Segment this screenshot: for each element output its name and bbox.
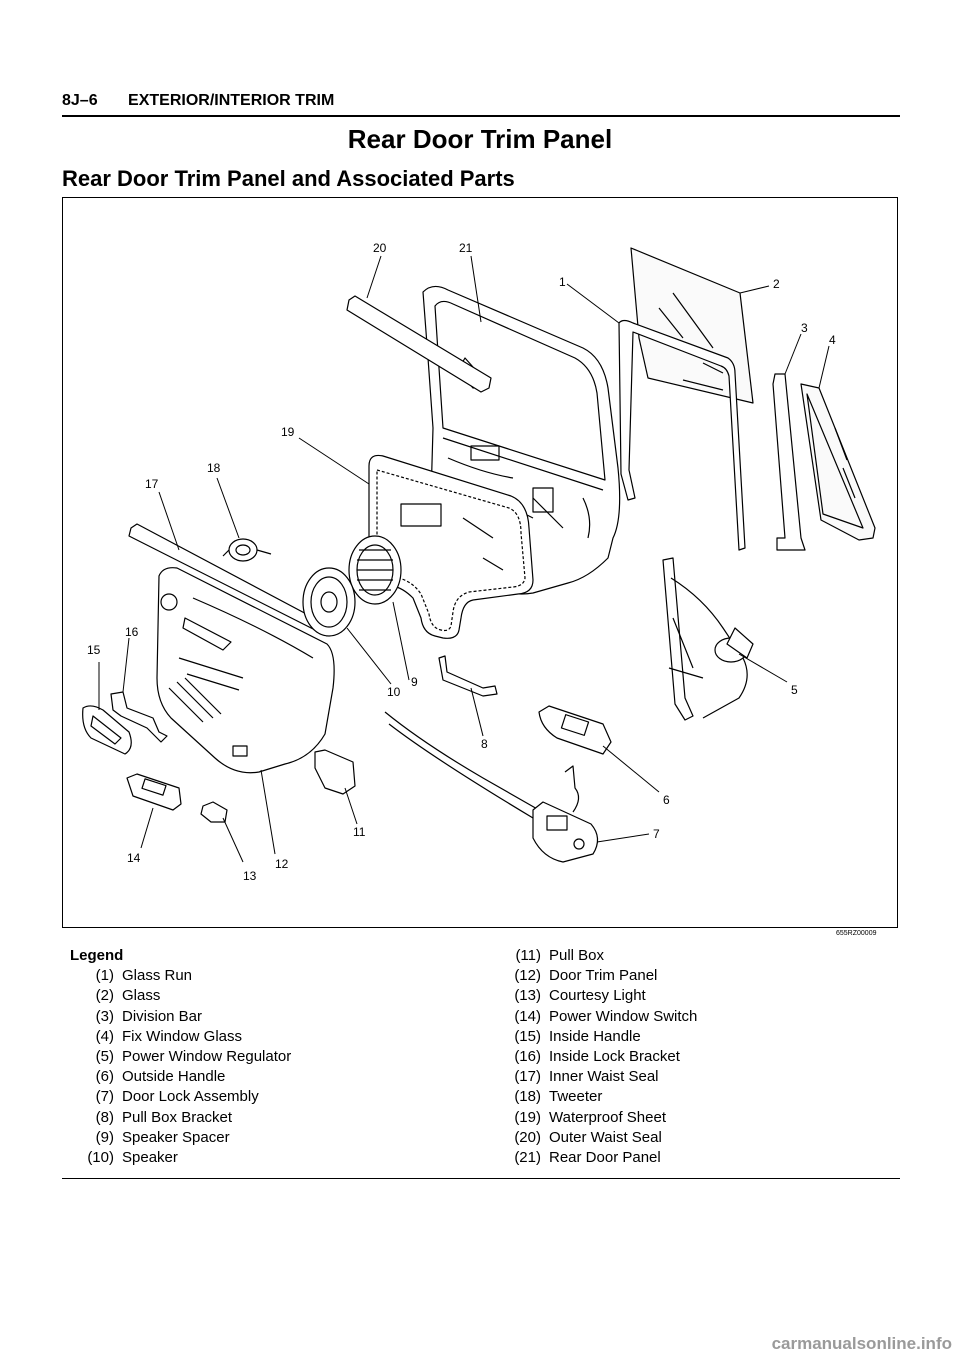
legend-item: (14)Power Window Switch [514,1007,698,1025]
legend-item: (9)Speaker Spacer [95,1128,230,1146]
callout-20: 20 [373,241,387,255]
callout-14: 14 [127,851,141,865]
callout-3: 3 [801,321,808,335]
legend-item: (20)Outer Waist Seal [514,1128,662,1146]
callout-19: 19 [281,425,295,439]
callout-16: 16 [125,625,139,639]
legend-item: (15)Inside Handle [514,1027,641,1045]
legend-right-column: (11)Pull Box (12)Door Trim Panel (13)Cou… [497,946,697,1168]
exploded-parts-diagram: 1 2 3 4 5 6 7 8 9 10 11 12 13 14 15 16 1… [62,197,898,928]
speaker-part [302,567,356,637]
callout-13: 13 [243,869,257,883]
door-trim-panel-part [156,567,335,774]
tweeter-part [222,538,272,562]
callout-4: 4 [829,333,836,347]
outer-waist-seal-part [346,295,492,393]
diagram-drawing: 1 2 3 4 5 6 7 8 9 10 11 12 13 14 15 16 1… [82,241,876,883]
callout-9: 9 [411,675,418,689]
speaker-spacer-part [348,535,402,605]
bottom-rule [62,1178,900,1179]
legend-item: (4)Fix Window Glass [95,1027,243,1045]
callout-7: 7 [653,827,660,841]
legend-left-column: Legend (1)Glass Run (2)Glass (3)Division… [70,946,291,1168]
division-bar-part [772,373,806,551]
page-header: 8J–6 EXTERIOR/INTERIOR TRIM [62,92,900,117]
figure-title: Rear Door Trim Panel and Associated Part… [62,166,515,191]
figure-code: 655RZ00009 [836,930,877,937]
door-lock-assembly-part [384,711,599,863]
legend-item: (11)Pull Box [515,947,605,964]
callout-2: 2 [773,277,780,291]
legend-item: (16)Inside Lock Bracket [514,1048,680,1066]
callout-21: 21 [459,241,473,255]
callout-15: 15 [87,643,101,657]
legend-item: (12)Door Trim Panel [514,967,658,985]
glass-run-part [618,319,746,551]
legend-item: (19)Waterproof Sheet [514,1108,667,1126]
callout-8: 8 [481,737,488,751]
pull-box-part [314,749,356,795]
legend-heading: Legend [70,947,124,964]
callout-17: 17 [145,477,159,491]
page-title: Rear Door Trim Panel [347,124,613,154]
power-window-regulator-part [662,557,754,721]
legend-item: (3)Division Bar [95,1007,203,1025]
callout-5: 5 [791,683,798,697]
legend-item: (2)Glass [95,987,161,1005]
legend-item: (17)Inner Waist Seal [514,1068,659,1086]
legend-item: (1)Glass Run [95,967,193,985]
legend-item: (7)Door Lock Assembly [95,1088,259,1106]
pull-box-bracket-part [438,655,498,697]
legend-item: (5)Power Window Regulator [95,1048,292,1066]
section-number: 8J–6 [62,92,98,109]
callout-18: 18 [207,461,221,475]
legend-item: (6)Outside Handle [95,1068,226,1086]
legend-item: (8)Pull Box Bracket [95,1108,233,1126]
callout-12: 12 [275,857,289,871]
chapter-title: EXTERIOR/INTERIOR TRIM [128,92,335,109]
watermark: carmanualsonline.info [771,1334,952,1353]
callout-10: 10 [387,685,401,699]
legend-item: (13)Courtesy Light [514,987,646,1005]
legend-item: (18)Tweeter [514,1088,603,1106]
callout-numbers: 1 2 3 4 5 6 7 8 9 10 11 12 13 14 15 16 1… [87,241,836,883]
legend-item: (10)Speaker [87,1149,178,1167]
callout-6: 6 [663,793,670,807]
inside-lock-bracket-part [110,691,168,743]
callout-11: 11 [353,825,366,839]
legend-item: (21)Rear Door Panel [514,1149,661,1167]
outside-handle-part [538,705,612,755]
callout-1: 1 [559,275,566,289]
